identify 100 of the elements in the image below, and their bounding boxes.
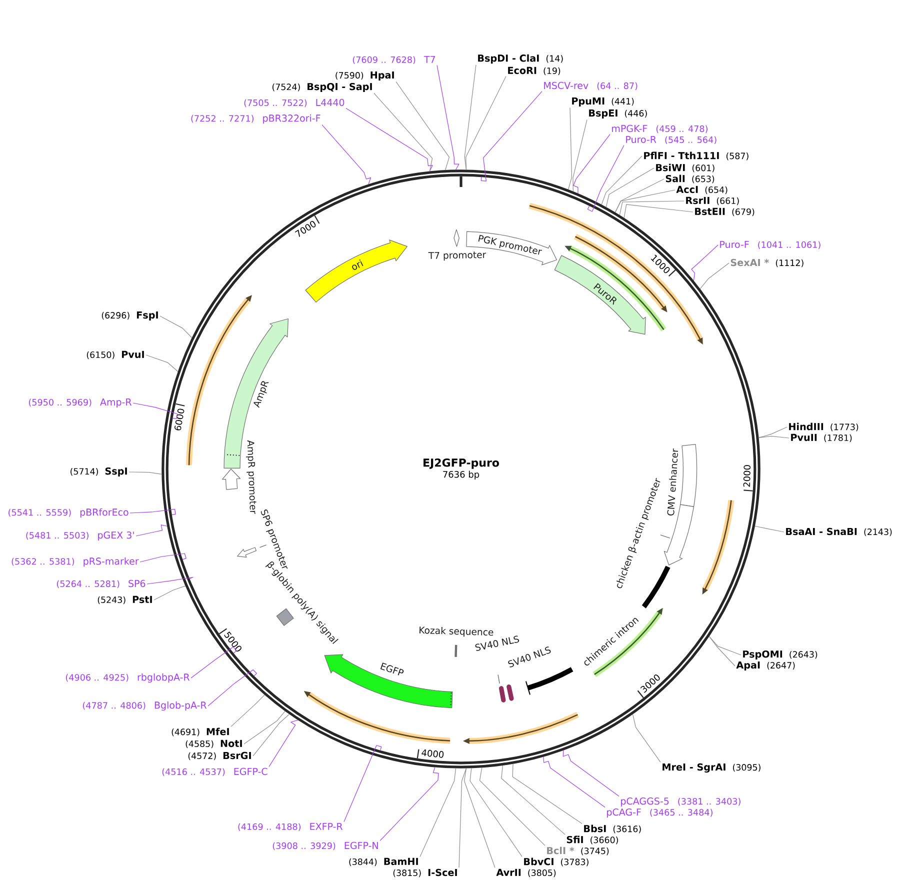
enzyme-site-label: BclI * (3745) <box>547 846 609 856</box>
leader-line <box>128 472 162 475</box>
origin-block: ori <box>305 240 408 302</box>
leader-line <box>568 107 572 190</box>
scale-label: 2000 <box>743 465 751 487</box>
enzyme-site-label: PpuMI (441) <box>572 98 634 106</box>
enzyme-site-label: RsrII (661) <box>686 196 739 206</box>
enzyme-site-label: (4691) MfeI <box>172 728 229 736</box>
leader-line <box>754 526 784 532</box>
leader-line <box>632 714 661 762</box>
leader-line <box>624 204 694 218</box>
enzyme-site-label: MreI - SgrAI (3095) <box>662 763 760 773</box>
enzyme-site-label: SalI (653) <box>666 174 714 184</box>
primer-leader <box>322 124 372 185</box>
primer-label: MSCV-rev (64 .. 87) <box>544 82 638 90</box>
primer-label: (5362 .. 5381) pRS-marker <box>12 557 139 567</box>
leader-line <box>501 765 566 835</box>
primer-leader <box>344 745 382 822</box>
enzyme-site-label: HindIII (1773) <box>789 422 858 432</box>
leader-line <box>154 586 186 600</box>
leader-line <box>619 200 684 216</box>
enzyme-site-label: ApaI (2647) <box>736 662 795 670</box>
enzyme-site-label: SexAI * (1112) <box>730 258 804 268</box>
leader-line <box>458 768 467 868</box>
leader-line <box>464 64 476 170</box>
leader-line <box>758 426 788 438</box>
enzyme-site-label: (3815) I-SceI <box>393 868 457 878</box>
primer-label: (3908 .. 3929) EGFP-N <box>272 842 378 850</box>
enzyme-site-label: (3844) BamHI <box>349 858 418 866</box>
leader-line <box>708 636 736 666</box>
enzyme-site-label: BspDI - ClaI (14) <box>478 54 563 64</box>
enzyme-site-label: BbvCI (3783) <box>524 858 588 866</box>
enzyme-site-label: (5714) SspI <box>70 467 127 477</box>
primer-leader <box>346 108 433 172</box>
enzyme-site-label: (7524) BspQI - SapI <box>272 82 372 92</box>
leader-line <box>466 76 506 170</box>
primer-label: pCAG-F (3465 .. 3484) <box>607 808 712 818</box>
leader-line <box>700 262 730 290</box>
primer-label: (4516 .. 4537) EGFP-C <box>162 768 268 776</box>
enzyme-site-label: (4585) NotI <box>186 740 242 748</box>
enzyme-site-label: (4572) BsrGI <box>188 752 251 760</box>
primer-leader <box>691 244 718 281</box>
primer-label: (4169 .. 4188) EXFP-R <box>238 822 343 832</box>
primer-leader <box>190 646 237 678</box>
primer-leader <box>480 91 542 182</box>
enzyme-site-label: (6150) PvuI <box>86 350 144 360</box>
enzyme-site-label: BbsI (3616) <box>584 824 641 834</box>
leader-line <box>374 92 433 172</box>
enhancer-block: CMV enhancer <box>667 444 698 516</box>
primer-leader <box>543 756 606 808</box>
leader-line <box>614 190 676 213</box>
primer-leader <box>130 508 176 516</box>
primer-label: mPGK-F (459 .. 478) <box>612 124 708 134</box>
primer-label: (5541 .. 5559) pBRforEco <box>8 508 128 518</box>
primer-label: Puro-F (1041 .. 1061) <box>720 240 820 250</box>
scale-label: 4000 <box>422 750 444 758</box>
enzyme-site-label: BsaAI - SnaBI (2143) <box>786 528 892 536</box>
leader-line <box>708 636 742 656</box>
primer-leader <box>562 750 620 797</box>
primer-label: pCAGGS-5 (3381 .. 3403) <box>621 797 740 806</box>
enzyme-site-label: PspOMI (2643) <box>743 650 818 660</box>
primer-label: (7252 .. 7271) pBR322ori-F <box>191 114 320 124</box>
leader-line <box>146 354 178 372</box>
primer-leader <box>208 669 257 706</box>
primer-leader <box>436 64 460 170</box>
leader-line <box>464 768 496 868</box>
primer-leader <box>132 402 178 420</box>
leader-line <box>758 436 790 438</box>
leader-line <box>470 768 522 857</box>
leader-line <box>252 714 290 756</box>
primer-leader <box>146 576 194 584</box>
primer-label: (5481 .. 5503) pGEX 3' <box>26 531 134 540</box>
enzyme-site-label: BspEI (446) <box>589 110 647 118</box>
enzyme-site-label: (7590) HpaI <box>336 72 394 80</box>
leader-line <box>244 710 286 744</box>
primer-label: (4906 .. 4925) rbglobpA-R <box>66 673 190 683</box>
gene-block: EGFP <box>324 654 453 708</box>
enzyme-site-label: EcoRI (19) <box>508 66 560 76</box>
enzyme-site-label: (6296) FspI <box>102 312 158 320</box>
leader-line <box>420 768 456 858</box>
primer-label: (7609 .. 7628) T7 <box>352 56 435 64</box>
primer-leader <box>573 134 610 194</box>
enzyme-site-label: BsiWI (601) <box>656 164 714 172</box>
leader-line <box>396 81 450 170</box>
primer-leader <box>268 720 298 767</box>
enzyme-site-label: AvrII (3805) <box>496 868 556 878</box>
primer-leader <box>136 524 168 536</box>
primer-leader <box>380 766 439 841</box>
leader-line <box>572 119 588 192</box>
enzyme-site-label: BstEII (679) <box>695 208 754 216</box>
primer-leader <box>587 144 624 212</box>
leader-line <box>479 767 546 846</box>
primer-label: (7505 .. 7522) L4440 <box>244 98 344 108</box>
leader-line <box>230 694 265 727</box>
enzyme-site-label: SfiI (3660) <box>566 836 618 844</box>
primer-label: (5264 .. 5281) SP6 <box>56 580 146 588</box>
enzyme-site-label: AccI (654) <box>676 186 728 194</box>
leader-line <box>512 764 582 824</box>
primer-label: (5950 .. 5969) Amp-R <box>28 398 132 408</box>
primer-label: (4787 .. 4806) Bglob-pA-R <box>82 701 207 711</box>
